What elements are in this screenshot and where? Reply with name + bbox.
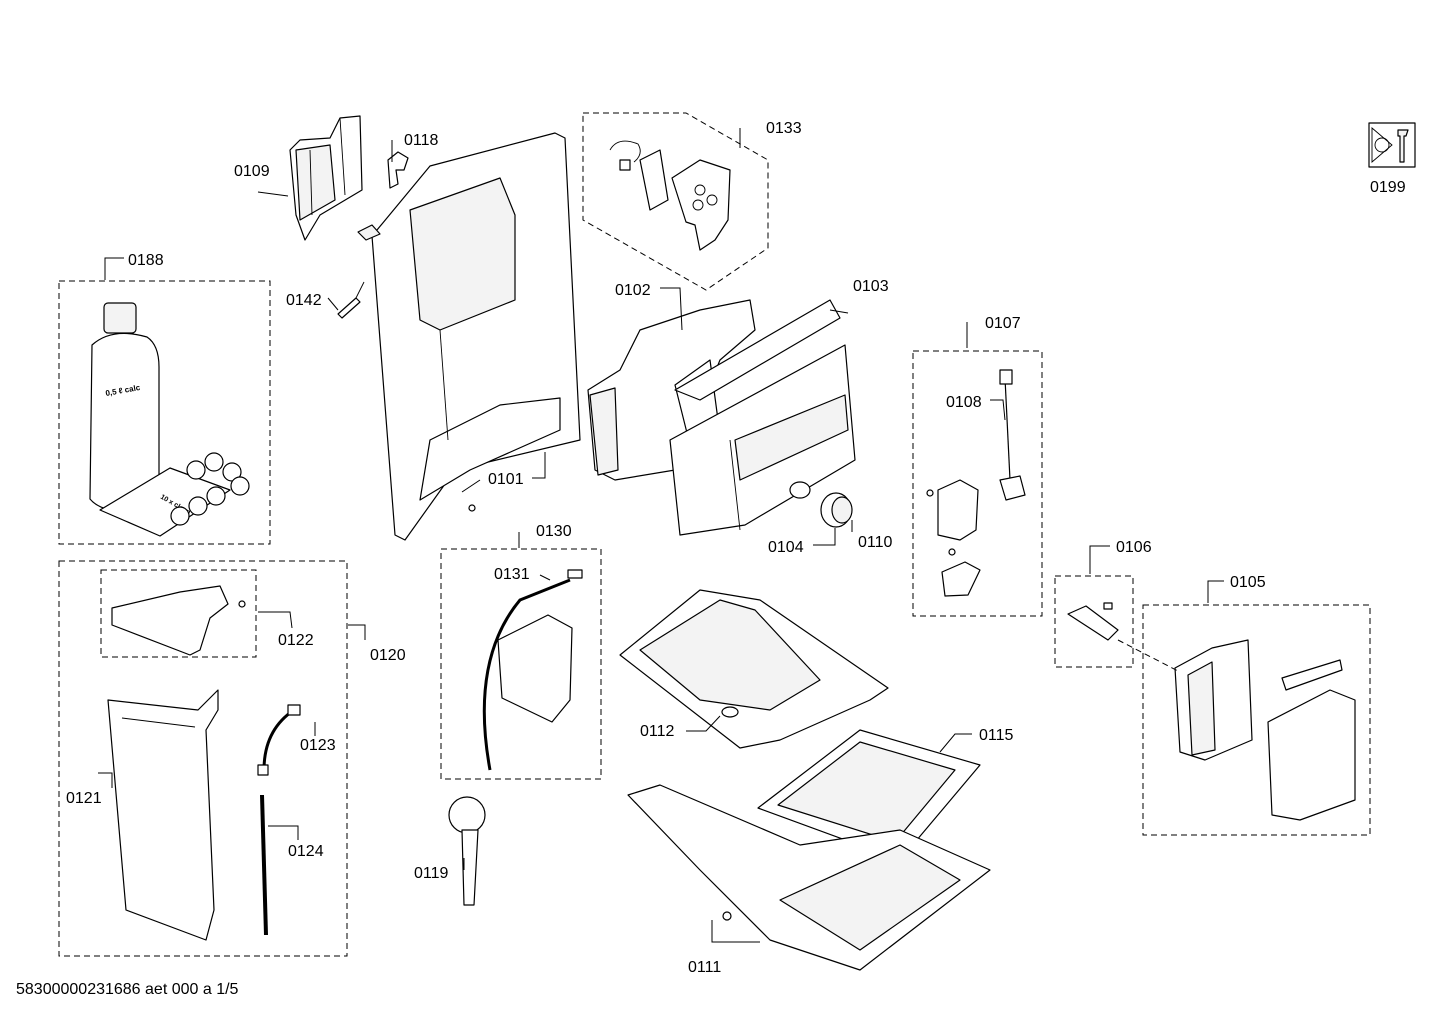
callout-0119: 0119 bbox=[414, 865, 449, 882]
callout-0107: 0107 bbox=[985, 315, 1021, 332]
drip-grid-part bbox=[757, 729, 981, 861]
group-box-0130 bbox=[440, 548, 602, 780]
measuring-scoop-part bbox=[448, 796, 486, 906]
callout-0112: 0112 bbox=[640, 723, 675, 740]
group-box-0120 bbox=[58, 560, 348, 957]
pin-part bbox=[337, 281, 365, 319]
callout-0188: 0188 bbox=[128, 252, 164, 269]
callout-0101: 0101 bbox=[488, 471, 524, 488]
callout-0106: 0106 bbox=[1116, 539, 1152, 556]
callout-0199: 0199 bbox=[1370, 179, 1406, 196]
nozzle-cover-part bbox=[111, 585, 246, 656]
callout-0118: 0118 bbox=[404, 132, 439, 149]
callout-0130: 0130 bbox=[536, 523, 572, 540]
callout-0133: 0133 bbox=[766, 120, 802, 137]
callout-0131: 0131 bbox=[494, 566, 530, 583]
waste-container-part bbox=[627, 784, 991, 971]
electronics-module-part bbox=[1174, 639, 1356, 821]
knob-part bbox=[820, 492, 853, 528]
suction-rod-part bbox=[260, 794, 268, 936]
group-box-0107 bbox=[912, 350, 1043, 617]
callout-0122: 0122 bbox=[278, 632, 314, 649]
callout-0105: 0105 bbox=[1230, 574, 1266, 591]
callout-0109: 0109 bbox=[234, 163, 270, 180]
milk-container-part bbox=[107, 689, 219, 941]
callout-0115: 0115 bbox=[979, 727, 1014, 744]
callout-0104: 0104 bbox=[768, 539, 804, 556]
lid-cover-part bbox=[674, 299, 841, 401]
callout-0142: 0142 bbox=[286, 292, 322, 309]
document-code: 58300000231686 aet 000 a 1/5 bbox=[16, 981, 239, 998]
holder-bracket-part bbox=[289, 115, 363, 241]
group-box-0105 bbox=[1142, 604, 1371, 836]
callout-0111: 0111 bbox=[688, 959, 721, 976]
callout-0124: 0124 bbox=[288, 843, 324, 860]
connector-part bbox=[1067, 602, 1119, 641]
callout-0110: 0110 bbox=[858, 534, 893, 551]
callout-0121: 0121 bbox=[66, 790, 102, 807]
callout-0103: 0103 bbox=[853, 278, 889, 295]
cleaning-tablets-part: 10 x clean bbox=[99, 452, 250, 537]
drip-tray-part bbox=[619, 589, 889, 749]
milk-hose-part bbox=[482, 569, 583, 771]
descaler-bottle-part: 0,5 ℓ calc bbox=[89, 302, 160, 512]
water-tank-part bbox=[669, 344, 856, 536]
valve-assembly-part bbox=[926, 369, 1026, 597]
main-housing-panel-part bbox=[357, 132, 581, 541]
service-tool-icon bbox=[1368, 122, 1416, 168]
callout-0123: 0123 bbox=[300, 737, 336, 754]
milk-tube-part bbox=[257, 704, 301, 776]
callout-0102: 0102 bbox=[615, 282, 651, 299]
callout-0108: 0108 bbox=[946, 394, 982, 411]
group-box-0106 bbox=[1054, 575, 1134, 668]
group-box-0133 bbox=[582, 112, 769, 291]
callout-0120: 0120 bbox=[370, 647, 406, 664]
hose-holder-part bbox=[497, 614, 573, 723]
sensor-assembly-part bbox=[609, 140, 731, 251]
clip-part bbox=[387, 151, 409, 189]
group-box-0188 bbox=[58, 280, 271, 545]
group-box-0122 bbox=[100, 569, 257, 658]
